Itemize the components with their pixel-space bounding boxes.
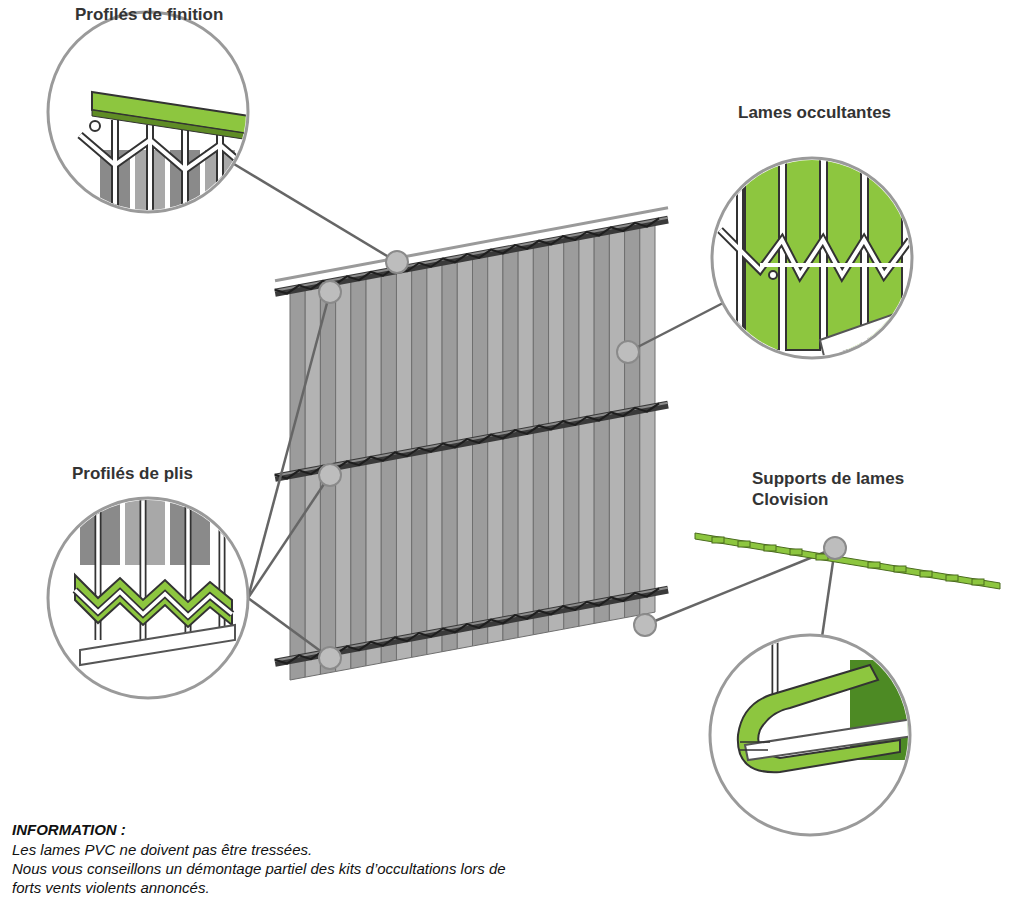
slat (351, 276, 366, 669)
slat (457, 256, 472, 649)
slat (473, 253, 488, 646)
slat (518, 245, 533, 638)
callout-heading: Lames occultantes (738, 102, 891, 123)
slat (533, 242, 548, 635)
inset-callout: Lames occultantes (712, 100, 914, 360)
slat (609, 228, 624, 621)
slat (579, 233, 594, 626)
slat (625, 225, 640, 618)
fence-panel (275, 208, 668, 680)
slat (564, 236, 579, 629)
inset-circle (710, 635, 910, 835)
callout-heading: Profilés de finition (75, 4, 223, 25)
slat (412, 265, 427, 658)
inset-circle (712, 158, 912, 358)
slat (442, 259, 457, 652)
slat (594, 231, 609, 624)
finition-detail (40, 10, 260, 230)
note-title: INFORMATION : (12, 820, 412, 839)
slat (381, 270, 396, 663)
callout-heading: Supports de lames Clovision (752, 468, 922, 511)
panel-edge (275, 208, 668, 281)
inset-circle (48, 12, 248, 212)
slat (640, 222, 655, 615)
note-text: Nous vous conseillons un démontage parti… (12, 859, 532, 897)
inset-callout: Profilés de finition (48, 2, 250, 214)
support-detail (700, 630, 930, 850)
support-bar (695, 533, 1000, 589)
plis-detail (40, 490, 260, 710)
slat (305, 284, 320, 677)
slat (503, 248, 518, 641)
slat (396, 267, 411, 660)
slat (427, 262, 442, 655)
slat (290, 287, 305, 680)
callout-heading: Profilés de plis (72, 463, 193, 484)
inset-callout: Supports de lames Clovision (700, 466, 922, 838)
lames-detail (700, 150, 930, 370)
inset-callout: Profilés de plis (48, 461, 250, 701)
slat (488, 250, 503, 643)
slat (549, 239, 564, 632)
slat (366, 273, 381, 666)
callout-dots (319, 251, 846, 669)
note-text: Les lames PVC ne doivent pas être tressé… (12, 840, 532, 859)
inset-circle (48, 498, 248, 698)
